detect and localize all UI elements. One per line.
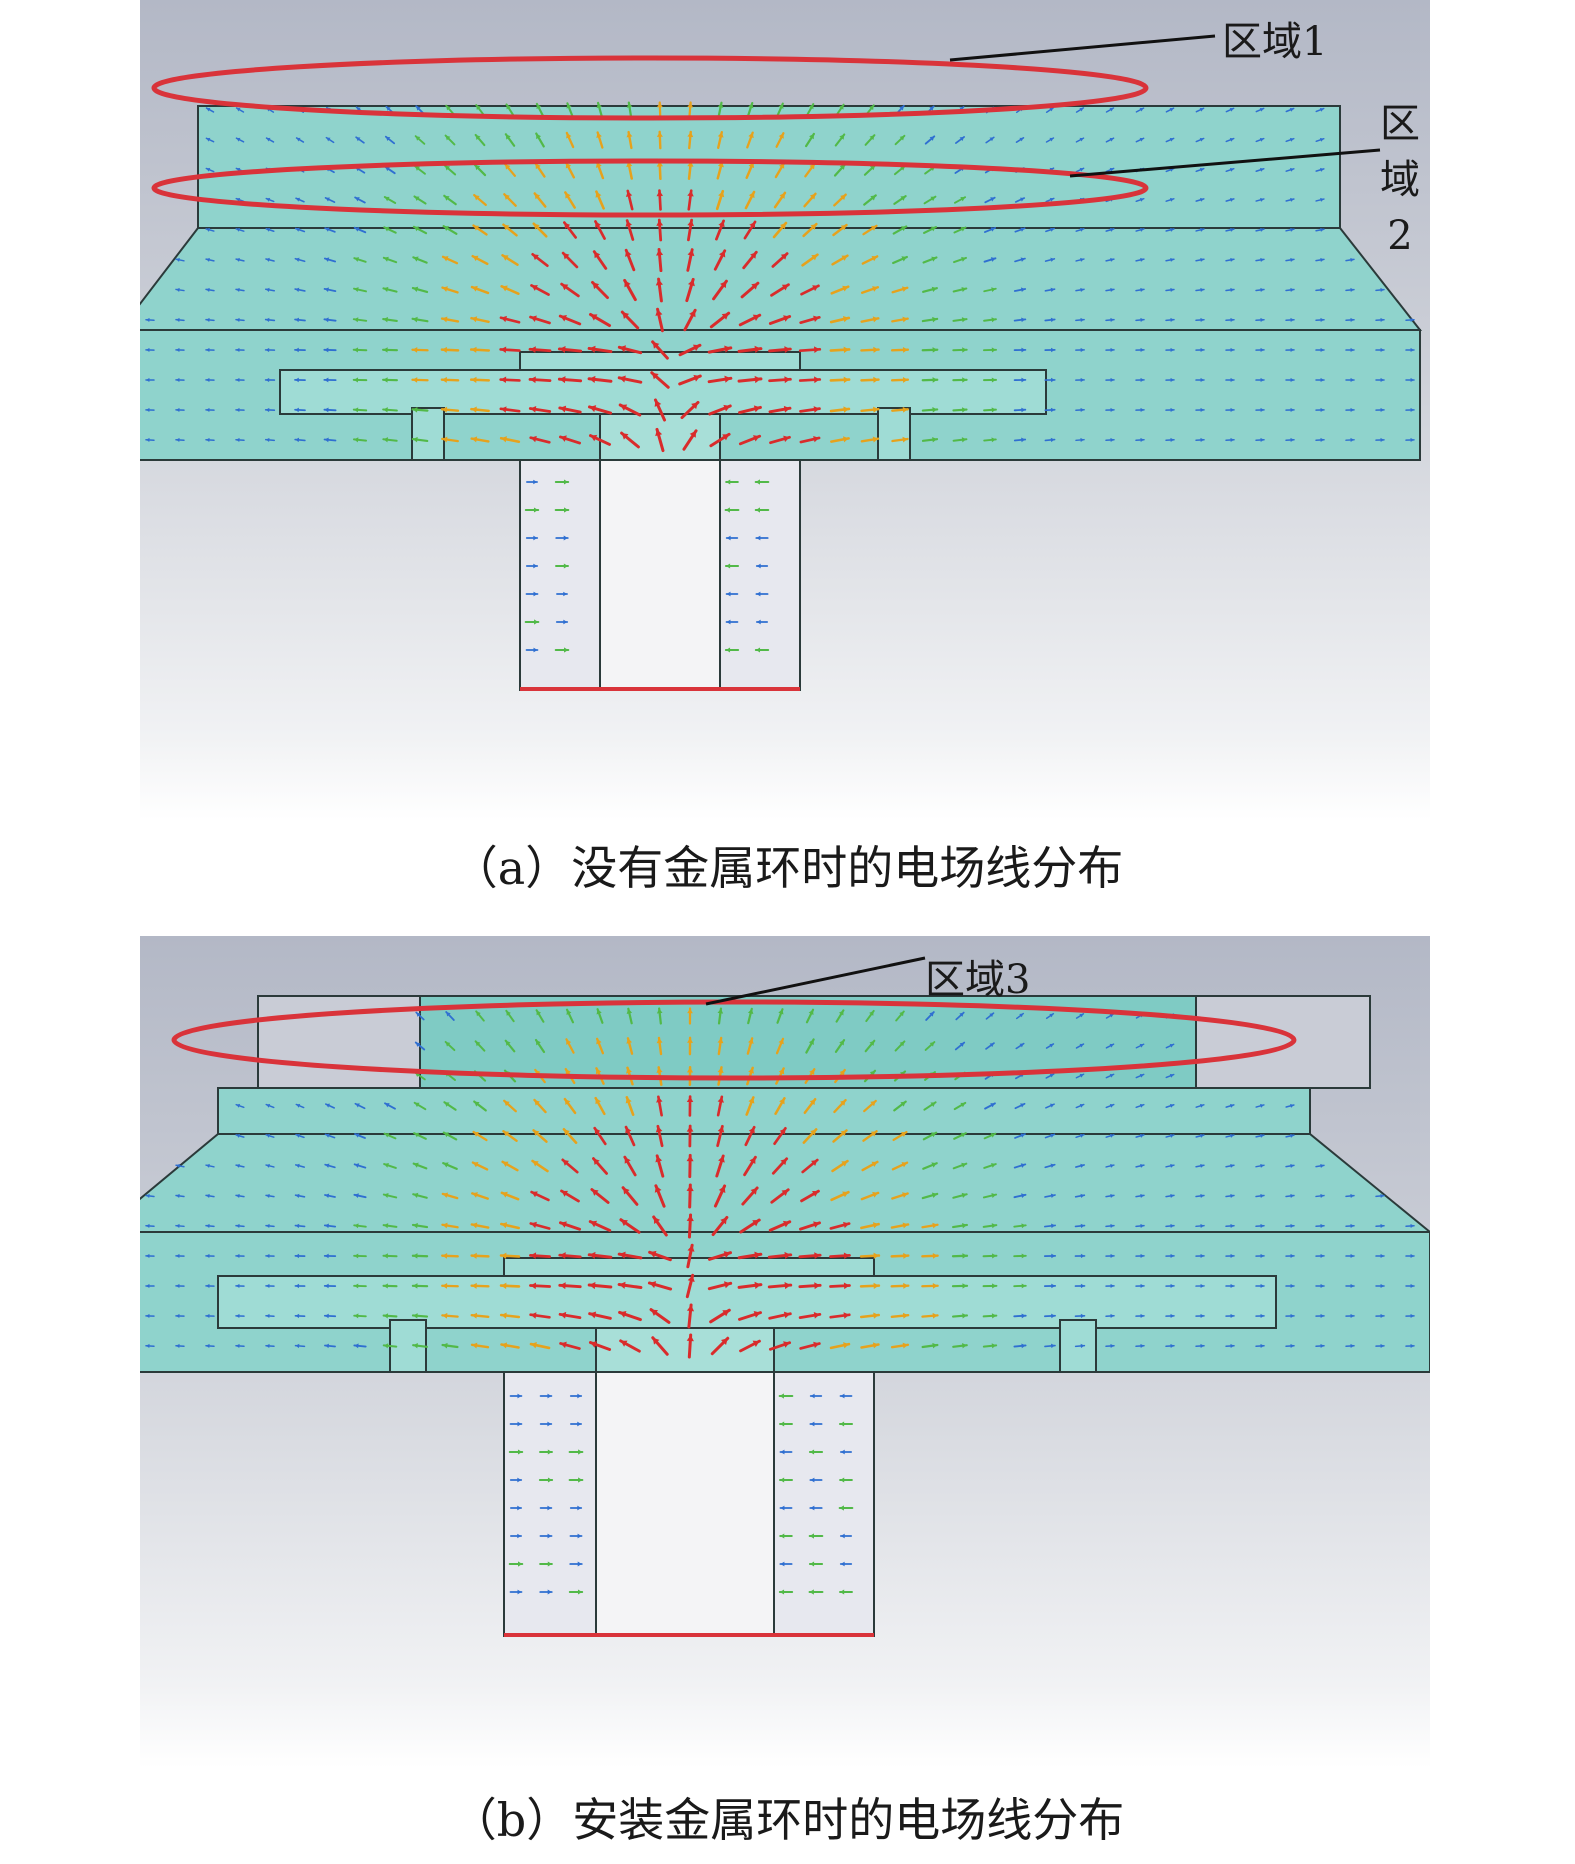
dielectric-plate: [218, 1276, 1276, 1328]
region2-label-char: 2: [1378, 208, 1422, 264]
region1-label: 区域1: [1222, 22, 1327, 62]
caption-a: （a）没有金属环时的电场线分布: [0, 832, 1575, 898]
dielectric-plate: [280, 370, 1046, 414]
inner-conductor: [600, 460, 720, 690]
field-distribution-no-ring: [140, 0, 1430, 820]
right-coax-gap: [720, 460, 800, 690]
field-distribution-with-ring: [140, 936, 1430, 1768]
region2-label-char: 区: [1378, 96, 1422, 152]
right-post: [878, 408, 910, 460]
field-arrow-head: [687, 103, 693, 108]
right-coax-gap: [774, 1372, 874, 1636]
tapered-section: [140, 1134, 1430, 1232]
region3-label: 区域3: [925, 960, 1030, 1000]
center-disk: [520, 352, 800, 370]
caption-b: （b）安装金属环时的电场线分布: [0, 1784, 1575, 1850]
left-coax-gap: [504, 1372, 596, 1636]
region2-label: 区 域 2: [1378, 96, 1422, 264]
inner-conductor: [596, 1372, 774, 1636]
region2-label-char: 域: [1378, 152, 1422, 208]
left-post: [412, 408, 444, 460]
left-coax-gap: [520, 460, 600, 690]
tapered-section: [140, 228, 1420, 330]
center-conductor-top: [596, 1328, 774, 1372]
metal-ring-right: [1196, 996, 1370, 1088]
region1-leader: [950, 36, 1215, 60]
panel-b-simulation: [140, 936, 1430, 1768]
field-arrow-head: [657, 102, 663, 107]
panel-a-simulation: [140, 0, 1430, 820]
ring-shelf: [218, 1088, 1310, 1134]
